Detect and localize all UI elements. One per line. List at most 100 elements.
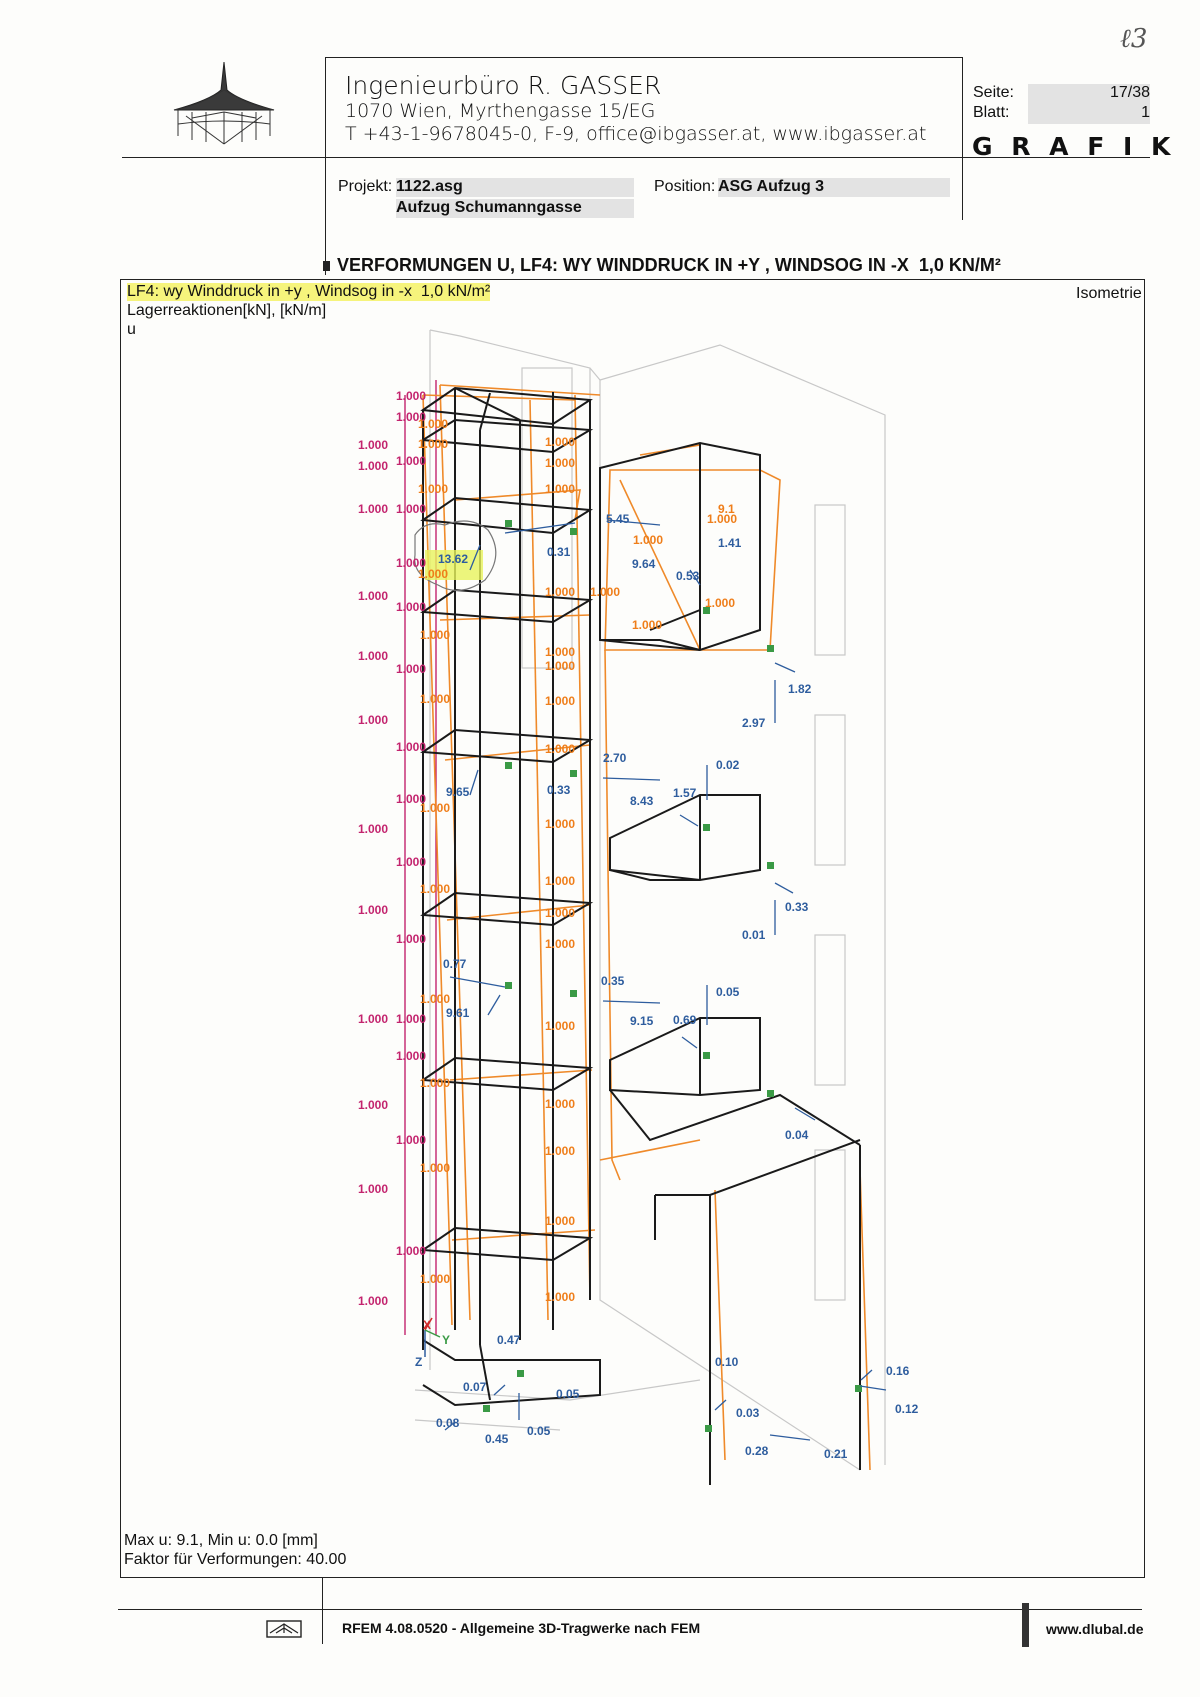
reaction-label: 0.12 <box>895 1402 919 1416</box>
footer-url: www.dlubal.de <box>1046 1621 1144 1637</box>
reaction-label: 8.43 <box>630 794 654 808</box>
figure-frame <box>120 279 1145 1578</box>
deform-label: 1.000 <box>545 659 575 673</box>
deform-label: 1.000 <box>545 906 575 920</box>
dim-label: 1.000 <box>396 1049 426 1063</box>
deform-label: 1.000 <box>420 1161 450 1175</box>
reaction-label: 9.15 <box>630 1014 654 1028</box>
dim-label: 1.000 <box>396 410 426 424</box>
deform-label: 1.000 <box>545 937 575 951</box>
reaction-label: 2.70 <box>603 751 627 765</box>
deform-label: 1.000 <box>545 1097 575 1111</box>
reaction-label: 0.35 <box>601 974 625 988</box>
reaction-label: 0.28 <box>745 1444 769 1458</box>
seite-value: 17/38 <box>1028 84 1150 104</box>
section-title: G R A F I K <box>972 132 1176 161</box>
axis-z-label: Z <box>415 1355 422 1369</box>
reaction-label: 0.33 <box>785 900 809 914</box>
reaction-label: 0.02 <box>716 758 740 772</box>
dim-label: 1.000 <box>396 556 426 570</box>
reaction-label: 5.45 <box>606 512 630 526</box>
office-address: 1070 Wien, Myrthengasse 15/EG <box>345 100 656 122</box>
dim-label: 1.000 <box>396 662 426 676</box>
reaction-label: 0.05 <box>527 1424 551 1438</box>
deform-label: 1.000 <box>545 1144 575 1158</box>
deform-label: 1.000 <box>705 596 735 610</box>
reaction-label: 0.53 <box>676 569 700 583</box>
office-logo <box>173 61 275 145</box>
deform-label: 1.000 <box>632 618 662 632</box>
deform-label: 1.000 <box>545 1214 575 1228</box>
reaction-label: 0.47 <box>497 1333 521 1347</box>
factor-caption: Faktor für Verformungen: 40.00 <box>124 1551 347 1568</box>
deform-label: 1.000 <box>545 1290 575 1304</box>
deform-label: 1.000 <box>545 456 575 470</box>
deform-label: 1.000 <box>418 482 448 496</box>
deform-label: 1.000 <box>590 585 620 599</box>
deform-label: 1.000 <box>418 567 448 581</box>
reaction-label: 0.07 <box>463 1380 487 1394</box>
deform-label: 1.000 <box>420 1076 450 1090</box>
dim-label: 1.000 <box>358 903 388 917</box>
dim-label: 1.000 <box>358 1182 388 1196</box>
reaction-label: 0.08 <box>436 1416 460 1430</box>
reaction-label: 0.04 <box>785 1128 809 1142</box>
project-value-1: 1122.asg <box>396 178 634 197</box>
deform-label: 1.000 <box>420 692 450 706</box>
deform-label: 1.000 <box>545 817 575 831</box>
deform-label: 1.000 <box>545 435 575 449</box>
dim-label: 1.000 <box>396 600 426 614</box>
reaction-label: 1.82 <box>788 682 812 696</box>
dim-label: 1.000 <box>358 1294 388 1308</box>
reaction-label: 1.57 <box>673 786 697 800</box>
dim-label: 1.000 <box>358 438 388 452</box>
footer-top-line <box>118 1609 1142 1610</box>
deform-label: 9.1 <box>718 502 735 516</box>
dim-label: 1.000 <box>396 855 426 869</box>
footer-divider <box>322 1577 323 1644</box>
reaction-label: 0.05 <box>716 985 740 999</box>
max-min-caption: Max u: 9.1, Min u: 0.0 [mm] <box>124 1532 318 1549</box>
reaction-label: 0.03 <box>736 1406 760 1420</box>
deform-label: 1.000 <box>545 585 575 599</box>
dim-label: 1.000 <box>396 454 426 468</box>
reaction-label: 0.45 <box>485 1432 509 1446</box>
dim-label: 1.000 <box>396 502 426 516</box>
handwritten-mark: ℓ3 <box>1120 24 1148 54</box>
deform-label: 1.000 <box>545 742 575 756</box>
heading-bullet <box>323 261 330 271</box>
header-divider-vertical <box>325 57 326 275</box>
deform-label: 1.000 <box>418 417 448 431</box>
deform-label: 1.000 <box>545 645 575 659</box>
deform-label: 1.000 <box>418 437 448 451</box>
reactions-caption: Lagerreaktionen[kN], [kN/m] <box>127 302 327 319</box>
office-contact: T +43-1-9678045-0, F-9, office@ibgasser.… <box>345 123 927 145</box>
reaction-label: 0.33 <box>547 783 571 797</box>
dim-label: 1.000 <box>396 932 426 946</box>
deform-label: 1.000 <box>420 882 450 896</box>
deform-label: 1.000 <box>420 628 450 642</box>
rfem-logo-icon <box>266 1620 302 1638</box>
load-case-caption: LF4: wy Winddruck in +y , Windsog in -x … <box>127 283 491 301</box>
dim-label: 1.000 <box>358 649 388 663</box>
position-value: ASG Aufzug 3 <box>718 178 950 197</box>
reaction-label: 0.16 <box>886 1364 910 1378</box>
deform-label: 1.000 <box>545 694 575 708</box>
reaction-label: 0.69 <box>673 1013 697 1027</box>
deform-label: 1.000 <box>420 1272 450 1286</box>
header-top-line <box>325 57 963 58</box>
reaction-label: 9.61 <box>446 1006 470 1020</box>
position-label: Position: <box>654 178 716 195</box>
reaction-label: 0.01 <box>742 928 766 942</box>
reaction-label: 2.97 <box>742 716 766 730</box>
dim-label: 1.000 <box>358 822 388 836</box>
axis-x-label: X <box>423 1318 431 1332</box>
reaction-label: 0.21 <box>824 1447 848 1461</box>
view-label: Isometrie <box>1076 285 1142 302</box>
deform-label: 1.000 <box>420 992 450 1006</box>
reaction-label: 0.31 <box>547 545 571 559</box>
reaction-label: 9.64 <box>632 557 656 571</box>
reaction-label: 9.65 <box>446 785 470 799</box>
footer-software: RFEM 4.08.0520 - Allgemeine 3D-Tragwerke… <box>342 1620 701 1636</box>
dim-label: 1.000 <box>358 1012 388 1026</box>
